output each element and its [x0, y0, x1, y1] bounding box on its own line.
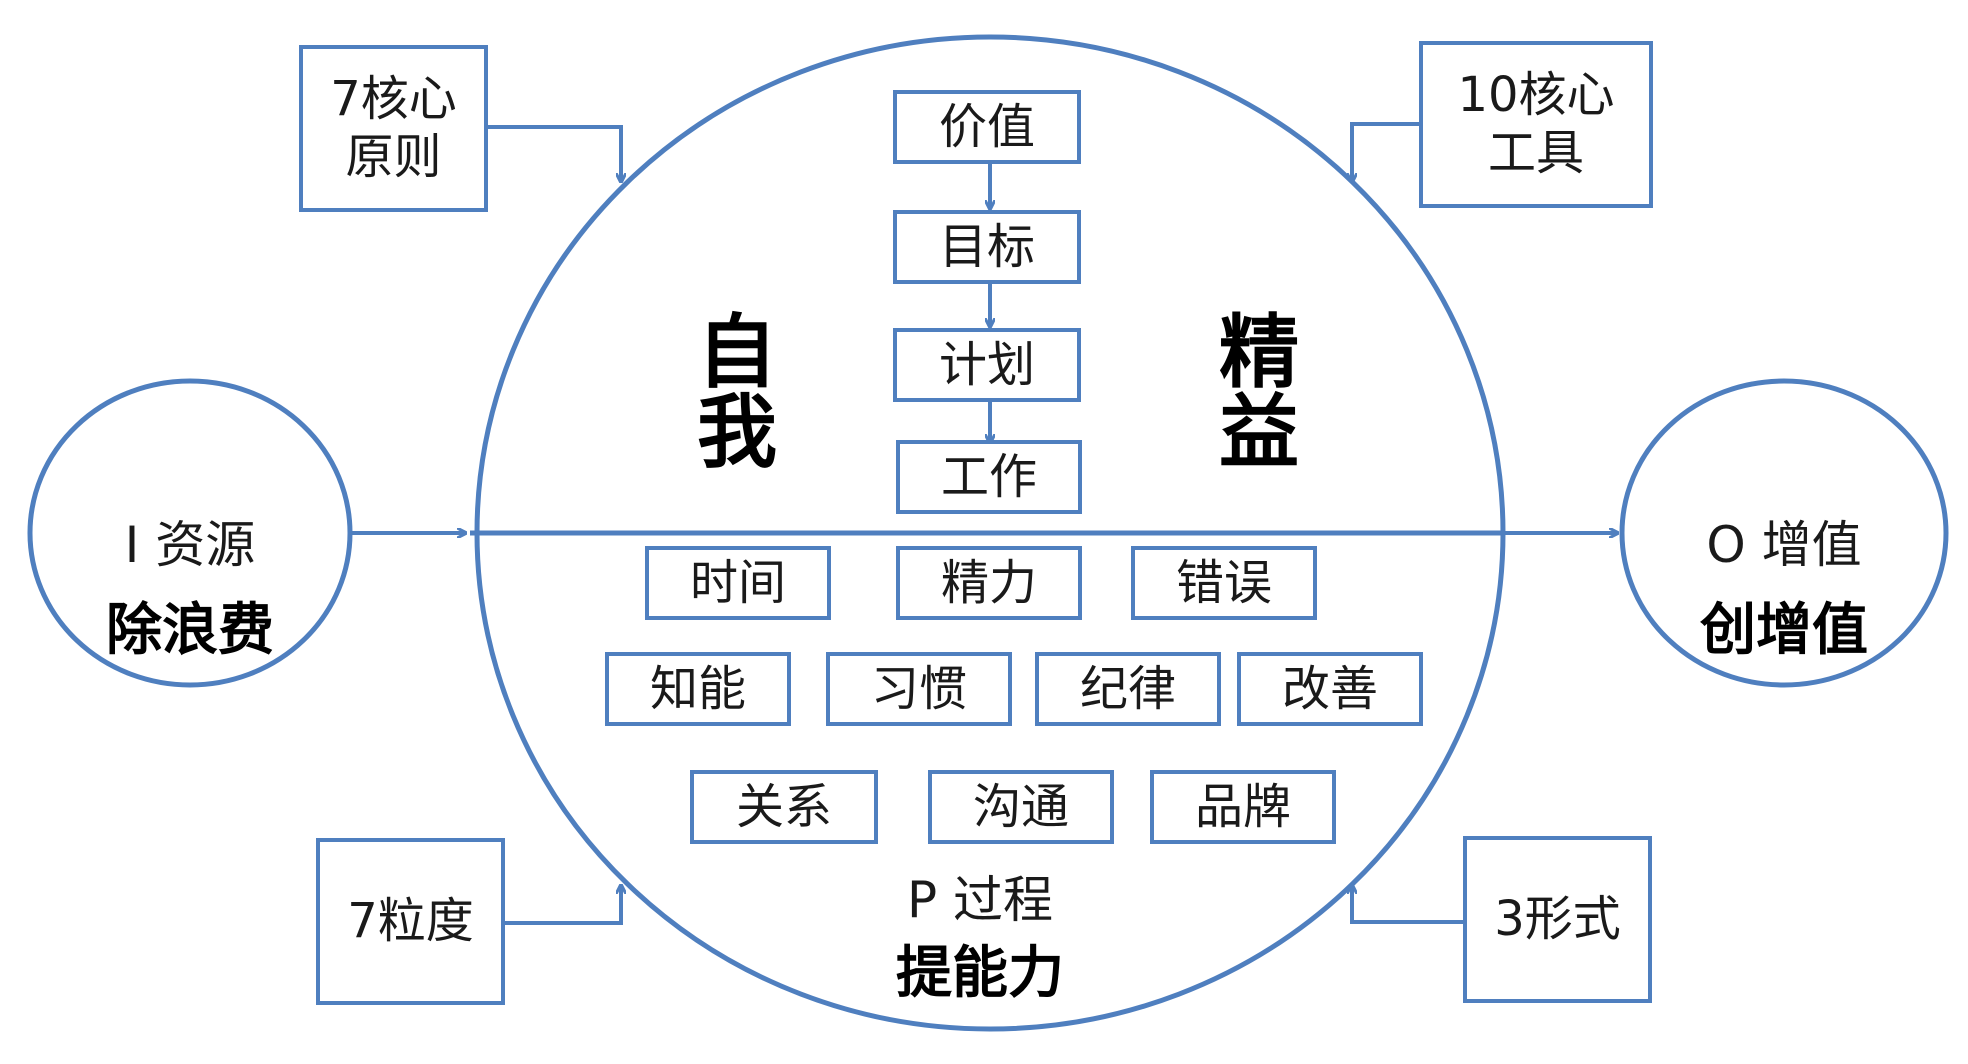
- item-energy: 精力: [896, 546, 1082, 620]
- corner-box-bottom-left: 7粒度: [316, 838, 505, 1005]
- output-circle: [1619, 378, 1949, 688]
- output-label: O 增值: [1706, 516, 1862, 574]
- connector-bottom-right: [1352, 885, 1465, 924]
- connector-bottom-left: [503, 885, 621, 925]
- flow-box-goal: 目标: [893, 210, 1081, 284]
- item-communication: 沟通: [928, 770, 1114, 844]
- input-sublabel: 除浪费: [106, 598, 274, 663]
- corner-bottom-right-line1: 3形式: [1494, 890, 1621, 947]
- process-label: P 过程: [906, 871, 1054, 929]
- corner-top-right-line1: 10核心: [1457, 66, 1615, 123]
- item-error: 错误: [1131, 546, 1317, 620]
- item-improve: 改善: [1237, 652, 1423, 726]
- item-relation: 关系: [690, 770, 878, 844]
- output-sublabel: 创增值: [1700, 598, 1868, 663]
- flow-box-plan: 计划: [893, 328, 1081, 402]
- item-time: 时间: [645, 546, 831, 620]
- corner-top-right-line2: 工具: [1487, 124, 1584, 181]
- item-brand: 品牌: [1150, 770, 1336, 844]
- label-yi: 益: [1219, 386, 1299, 479]
- label-jing: 精: [1219, 306, 1299, 399]
- item-habit: 习惯: [826, 652, 1012, 726]
- corner-box-top-right: 10核心 工具: [1419, 41, 1653, 208]
- corner-top-left-line1: 7核心: [330, 70, 457, 127]
- connector-top-right: [1352, 122, 1421, 182]
- item-knowledge: 知能: [605, 652, 791, 726]
- flow-box-work: 工作: [896, 440, 1082, 514]
- flow-box-value: 价值: [893, 90, 1081, 164]
- item-discipline: 纪律: [1035, 652, 1221, 726]
- process-sublabel: 提能力: [896, 941, 1064, 1006]
- label-wo: 我: [697, 386, 777, 479]
- corner-top-left-line2: 原则: [345, 128, 442, 185]
- input-label: I 资源: [124, 516, 256, 574]
- input-circle: [27, 378, 353, 688]
- label-zi: 自: [697, 306, 777, 399]
- corner-box-top-left: 7核心 原则: [299, 45, 488, 212]
- corner-box-bottom-right: 3形式: [1463, 836, 1652, 1003]
- connector-top-left: [486, 125, 621, 182]
- corner-bottom-left-line1: 7粒度: [347, 892, 474, 949]
